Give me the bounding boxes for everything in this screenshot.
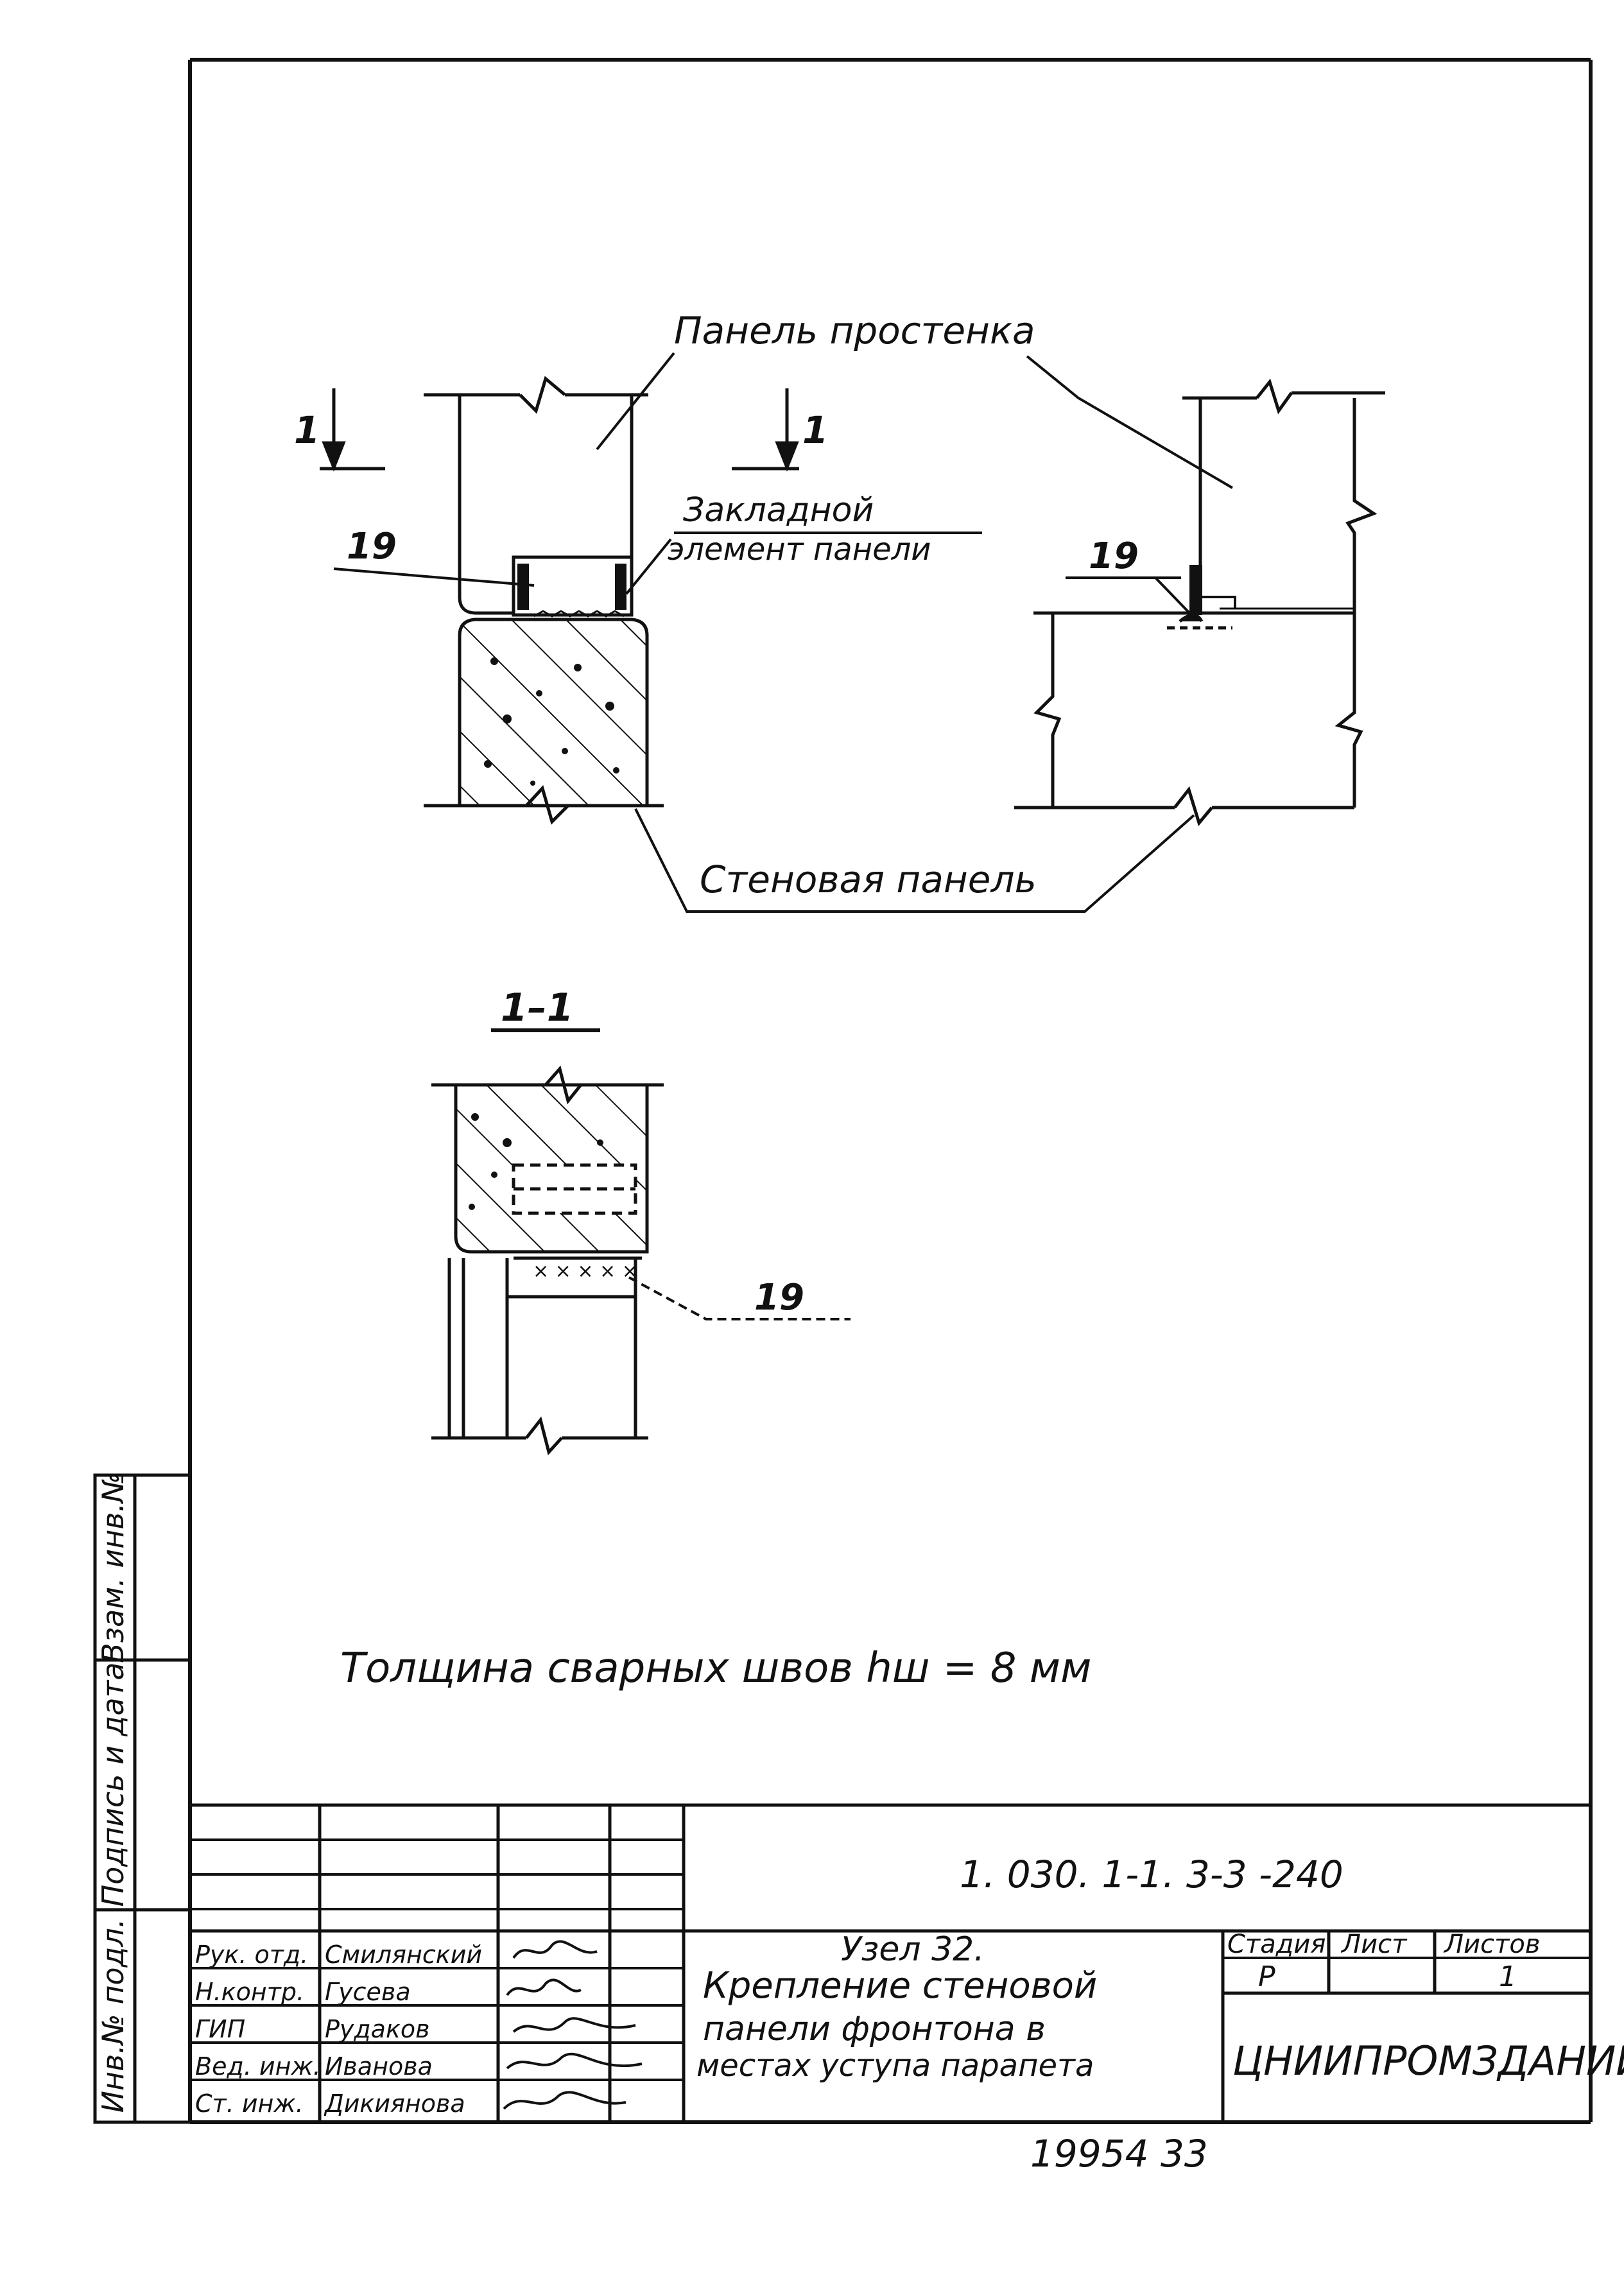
drawing-frame [188,58,1593,2124]
side-stamp-cell-replace: Взам. инв.№ [96,1472,130,1663]
title-line-4: местах уступа парапета [696,2048,1094,2084]
archive-number: 19954 33 [1030,2132,1208,2176]
document-code: 1. 030. 1-1. 3-3 -240 [960,1853,1343,1896]
side-stamp-cell-signature-date: Подпись и дата [96,1662,130,1907]
cut-mark-right: 1 [802,408,828,452]
stage-value: Р [1258,1960,1275,1993]
name-lead-engineer: Иванова [325,2052,433,2080]
label-zakladnoy-line2: элемент панели [668,532,931,567]
role-norm-control: Н.контр. [195,1978,304,2006]
label-zakladnoy-line1: Закладной [683,491,874,530]
sheets-header: Листов [1443,1930,1540,1959]
svg-text:× × × × ×: × × × × × [533,1260,638,1283]
signatures [503,1940,643,2110]
detail-left-section [320,352,1195,913]
stage-header: Стадия [1227,1930,1326,1959]
name-chief-engineer: Рудаков [325,2015,430,2043]
callout-19-left: 19 [347,526,397,567]
callout-19-section: 19 [754,1277,804,1319]
detail-right-plan [1014,355,1385,827]
sheets-value: 1 [1499,1960,1517,1993]
title-line-3: панели фронтона в [703,2010,1046,2048]
weld-note: Толщина сварных швов hш = 8 мм [340,1645,1091,1692]
title-line-2: Крепление стеновой [703,1965,1097,2007]
detail-section-1-1: × × × × × [431,1028,851,1456]
name-senior-engineer: Дикиянова [324,2089,465,2118]
role-chief-engineer: ГИП [195,2015,245,2043]
organization-name: ЦНИИПРОМЗДАНИЙ [1232,2037,1624,2084]
label-panel-prostenka: Панель простенка [674,309,1035,352]
callout-19-right: 19 [1089,535,1139,577]
cut-mark-left: 1 [294,408,320,452]
title-node: Узел 32. [841,1930,985,1969]
sheet-header: Лист [1340,1930,1408,1959]
side-stamp-cell-inventory: Инв.№ подл. [96,1919,130,2113]
role-lead-engineer: Вед. инж. [195,2052,321,2080]
label-stenovaya-panel: Стеновая панель [700,858,1037,901]
side-stamp: Взам. инв.№ Подпись и дата Инв.№ подл. [93,1472,192,2124]
name-norm-control: Гусева [325,1978,411,2006]
section-title: 1–1 [501,985,574,1030]
name-head-department: Смилянский [325,1941,482,1969]
title-block-grid [190,1803,1591,2122]
role-senior-engineer: Ст. инж. [195,2089,304,2118]
role-head-department: Рук. отд. [195,1941,308,1969]
